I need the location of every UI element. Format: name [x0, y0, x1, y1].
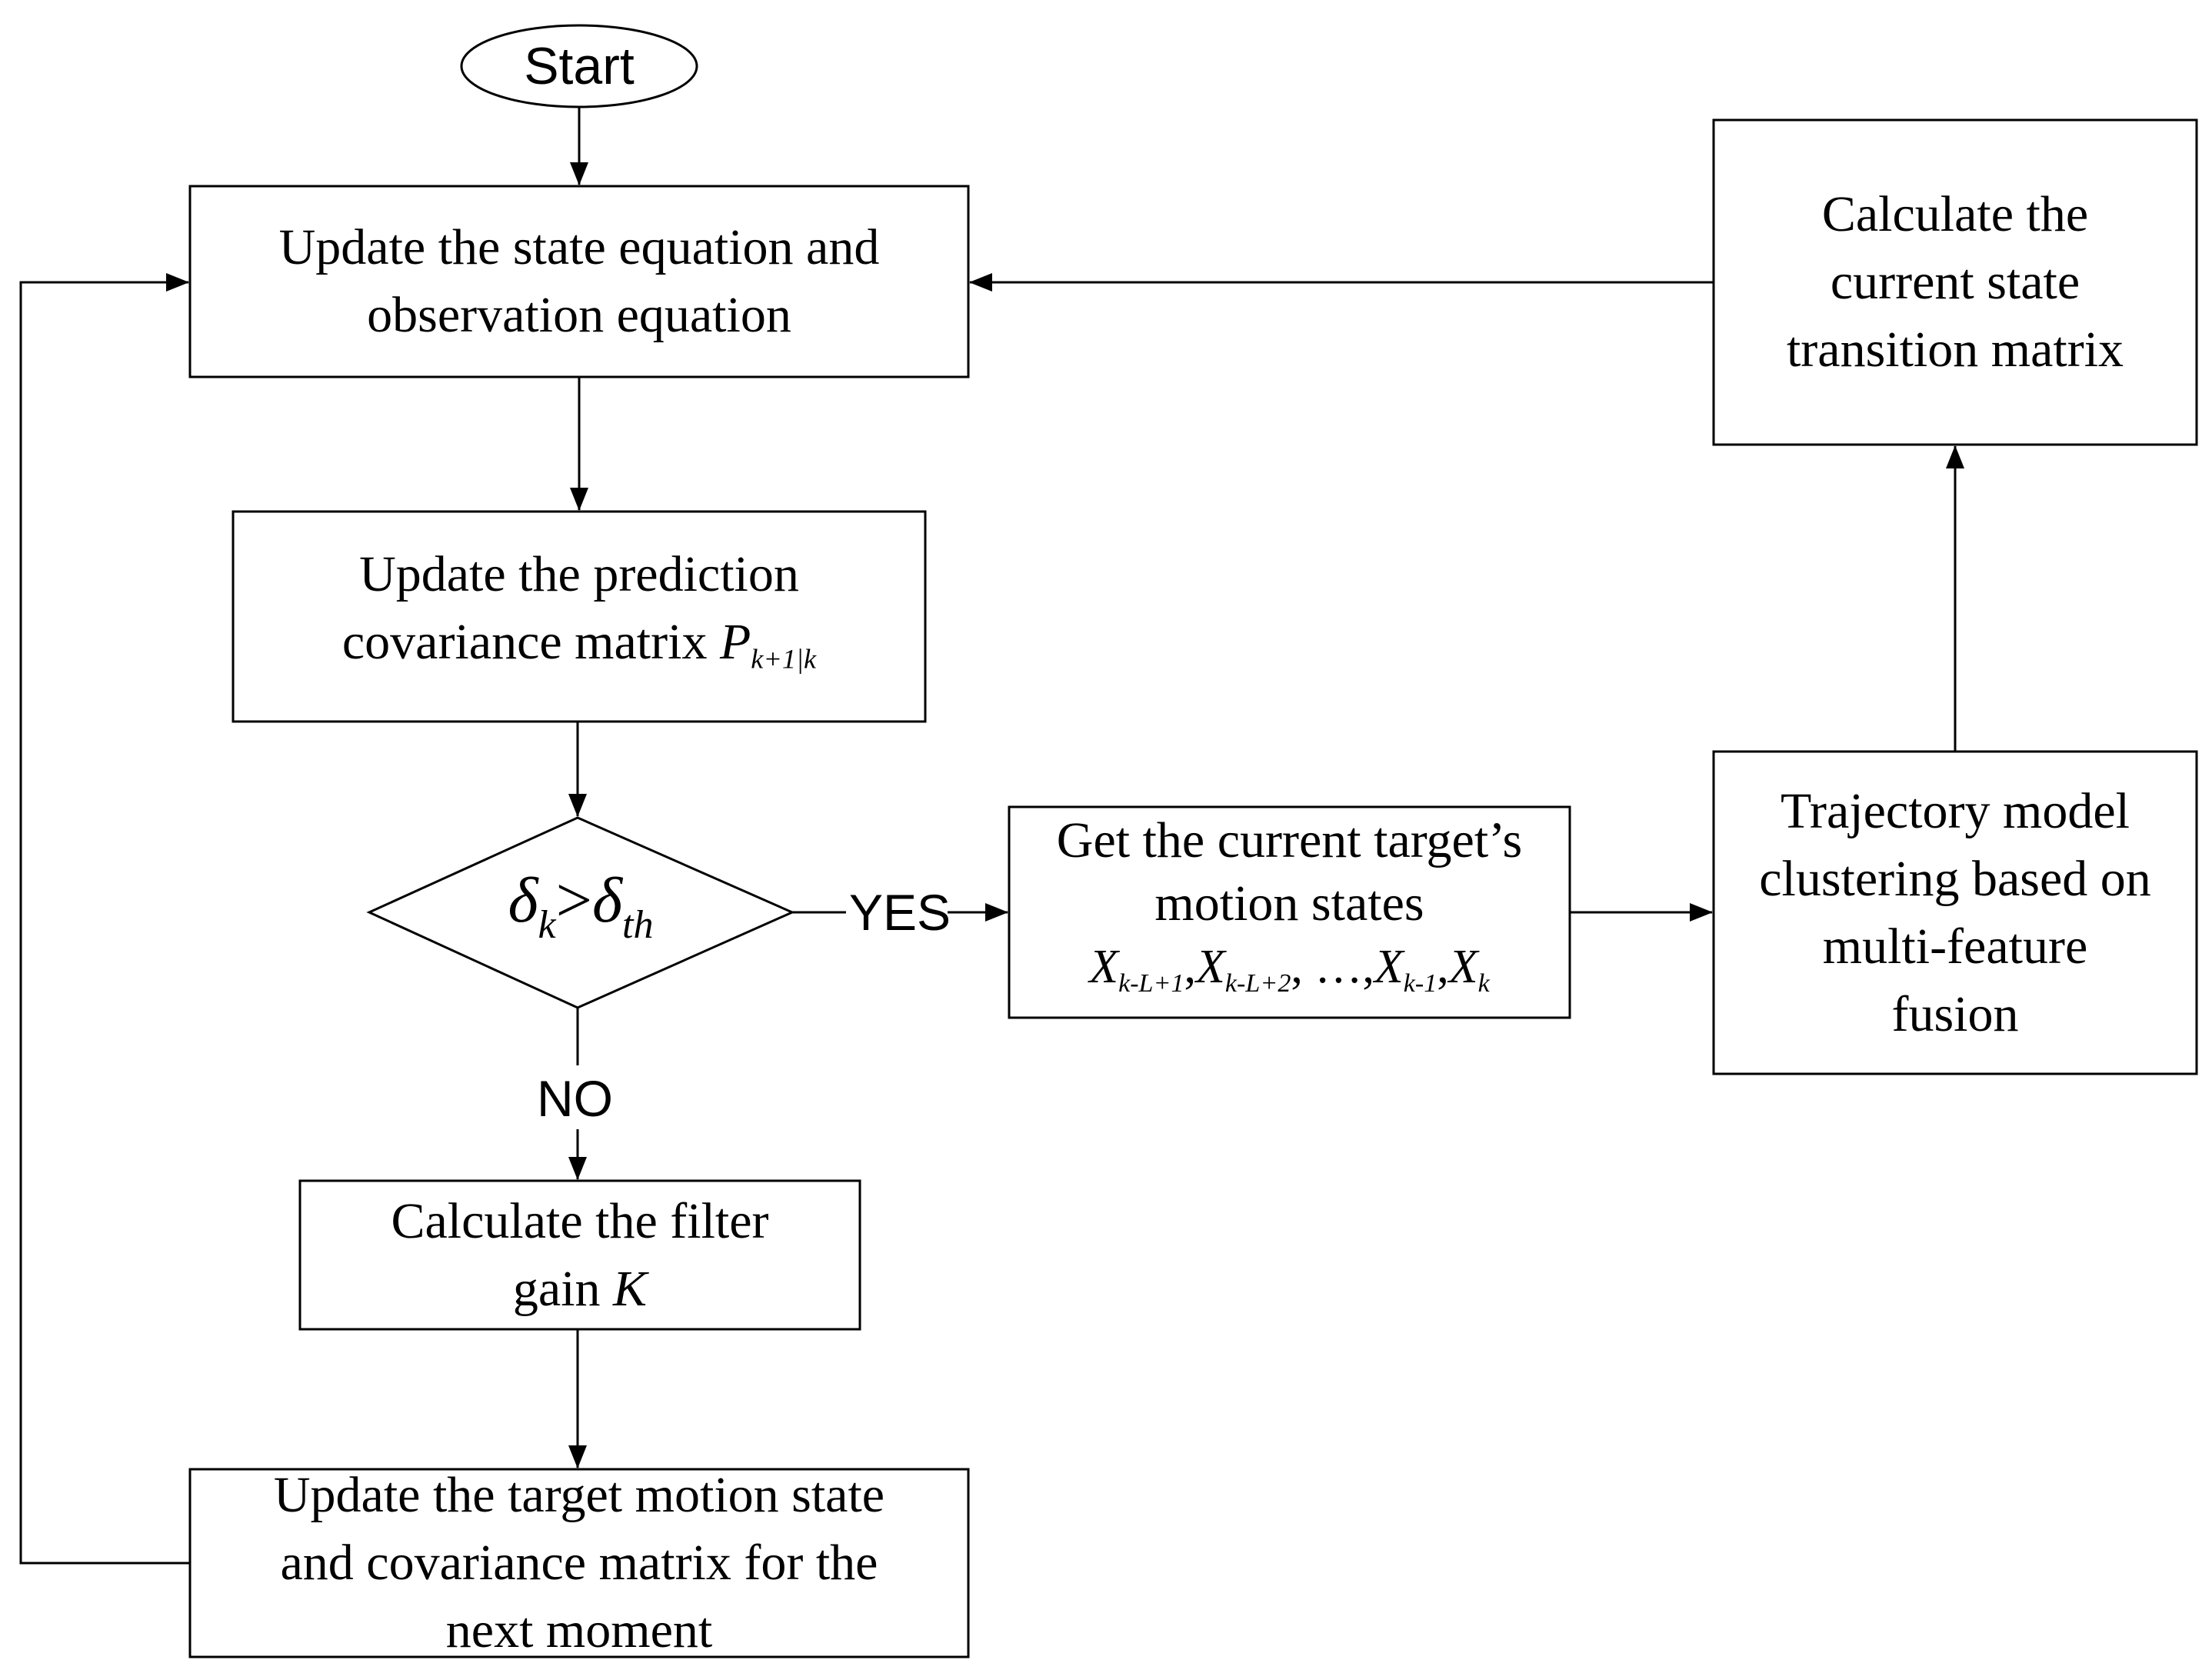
update-prediction-line-2: covariance matrix Pk+1|k: [341, 613, 817, 675]
state-term: Xk-L+2, …,: [1196, 941, 1374, 998]
arrow-loop-back: [19, 273, 190, 1565]
clustering-text: Trajectory model clustering based on mul…: [1759, 782, 2151, 1042]
update-prediction-text: Update the prediction covariance matrix …: [233, 512, 925, 722]
filter-gain-box: [298, 1179, 861, 1331]
yes-label: YES: [849, 884, 951, 941]
no-label: NO: [537, 1070, 613, 1127]
decision-condition: δk>δth: [508, 864, 654, 947]
get-states-text: Get the current target’s motion states X…: [1009, 807, 1570, 1018]
covariance-subscript: k+1|k: [751, 643, 817, 675]
update-equations-box: [188, 185, 970, 378]
update-equations-line-2: observation equation: [367, 287, 791, 343]
get-states-line-2: motion states: [1154, 875, 1424, 932]
update-prediction-box: [232, 510, 927, 723]
filter-gain-text: Calculate the filter gain K: [391, 1192, 769, 1317]
covariance-symbol: P: [719, 613, 751, 670]
states-sequence: Xk-L+1,Xk-L+2, …,Xk-1,Xk: [1089, 935, 1490, 1015]
state-term: Xk: [1448, 941, 1490, 998]
update-prediction-line-1: Update the prediction: [359, 545, 799, 602]
state-term: Xk-L+1,: [1089, 941, 1197, 998]
update-equations-text: Update the state equation and observatio…: [190, 186, 968, 377]
transition-text: Calculate the current state transition m…: [1786, 186, 2124, 378]
gain-symbol: K: [613, 1260, 648, 1317]
state-term: Xk-1,: [1374, 941, 1449, 998]
transition-box: [1712, 118, 2198, 446]
update-target-box: [188, 1468, 970, 1658]
get-states-box: [1008, 805, 1571, 1019]
update-target-text: Update the target motion state and covar…: [273, 1467, 885, 1658]
start-label: Start: [524, 37, 635, 95]
get-states-line-1: Get the current target’s: [1056, 812, 1523, 869]
update-equations-line-1: Update the state equation and: [278, 219, 880, 275]
